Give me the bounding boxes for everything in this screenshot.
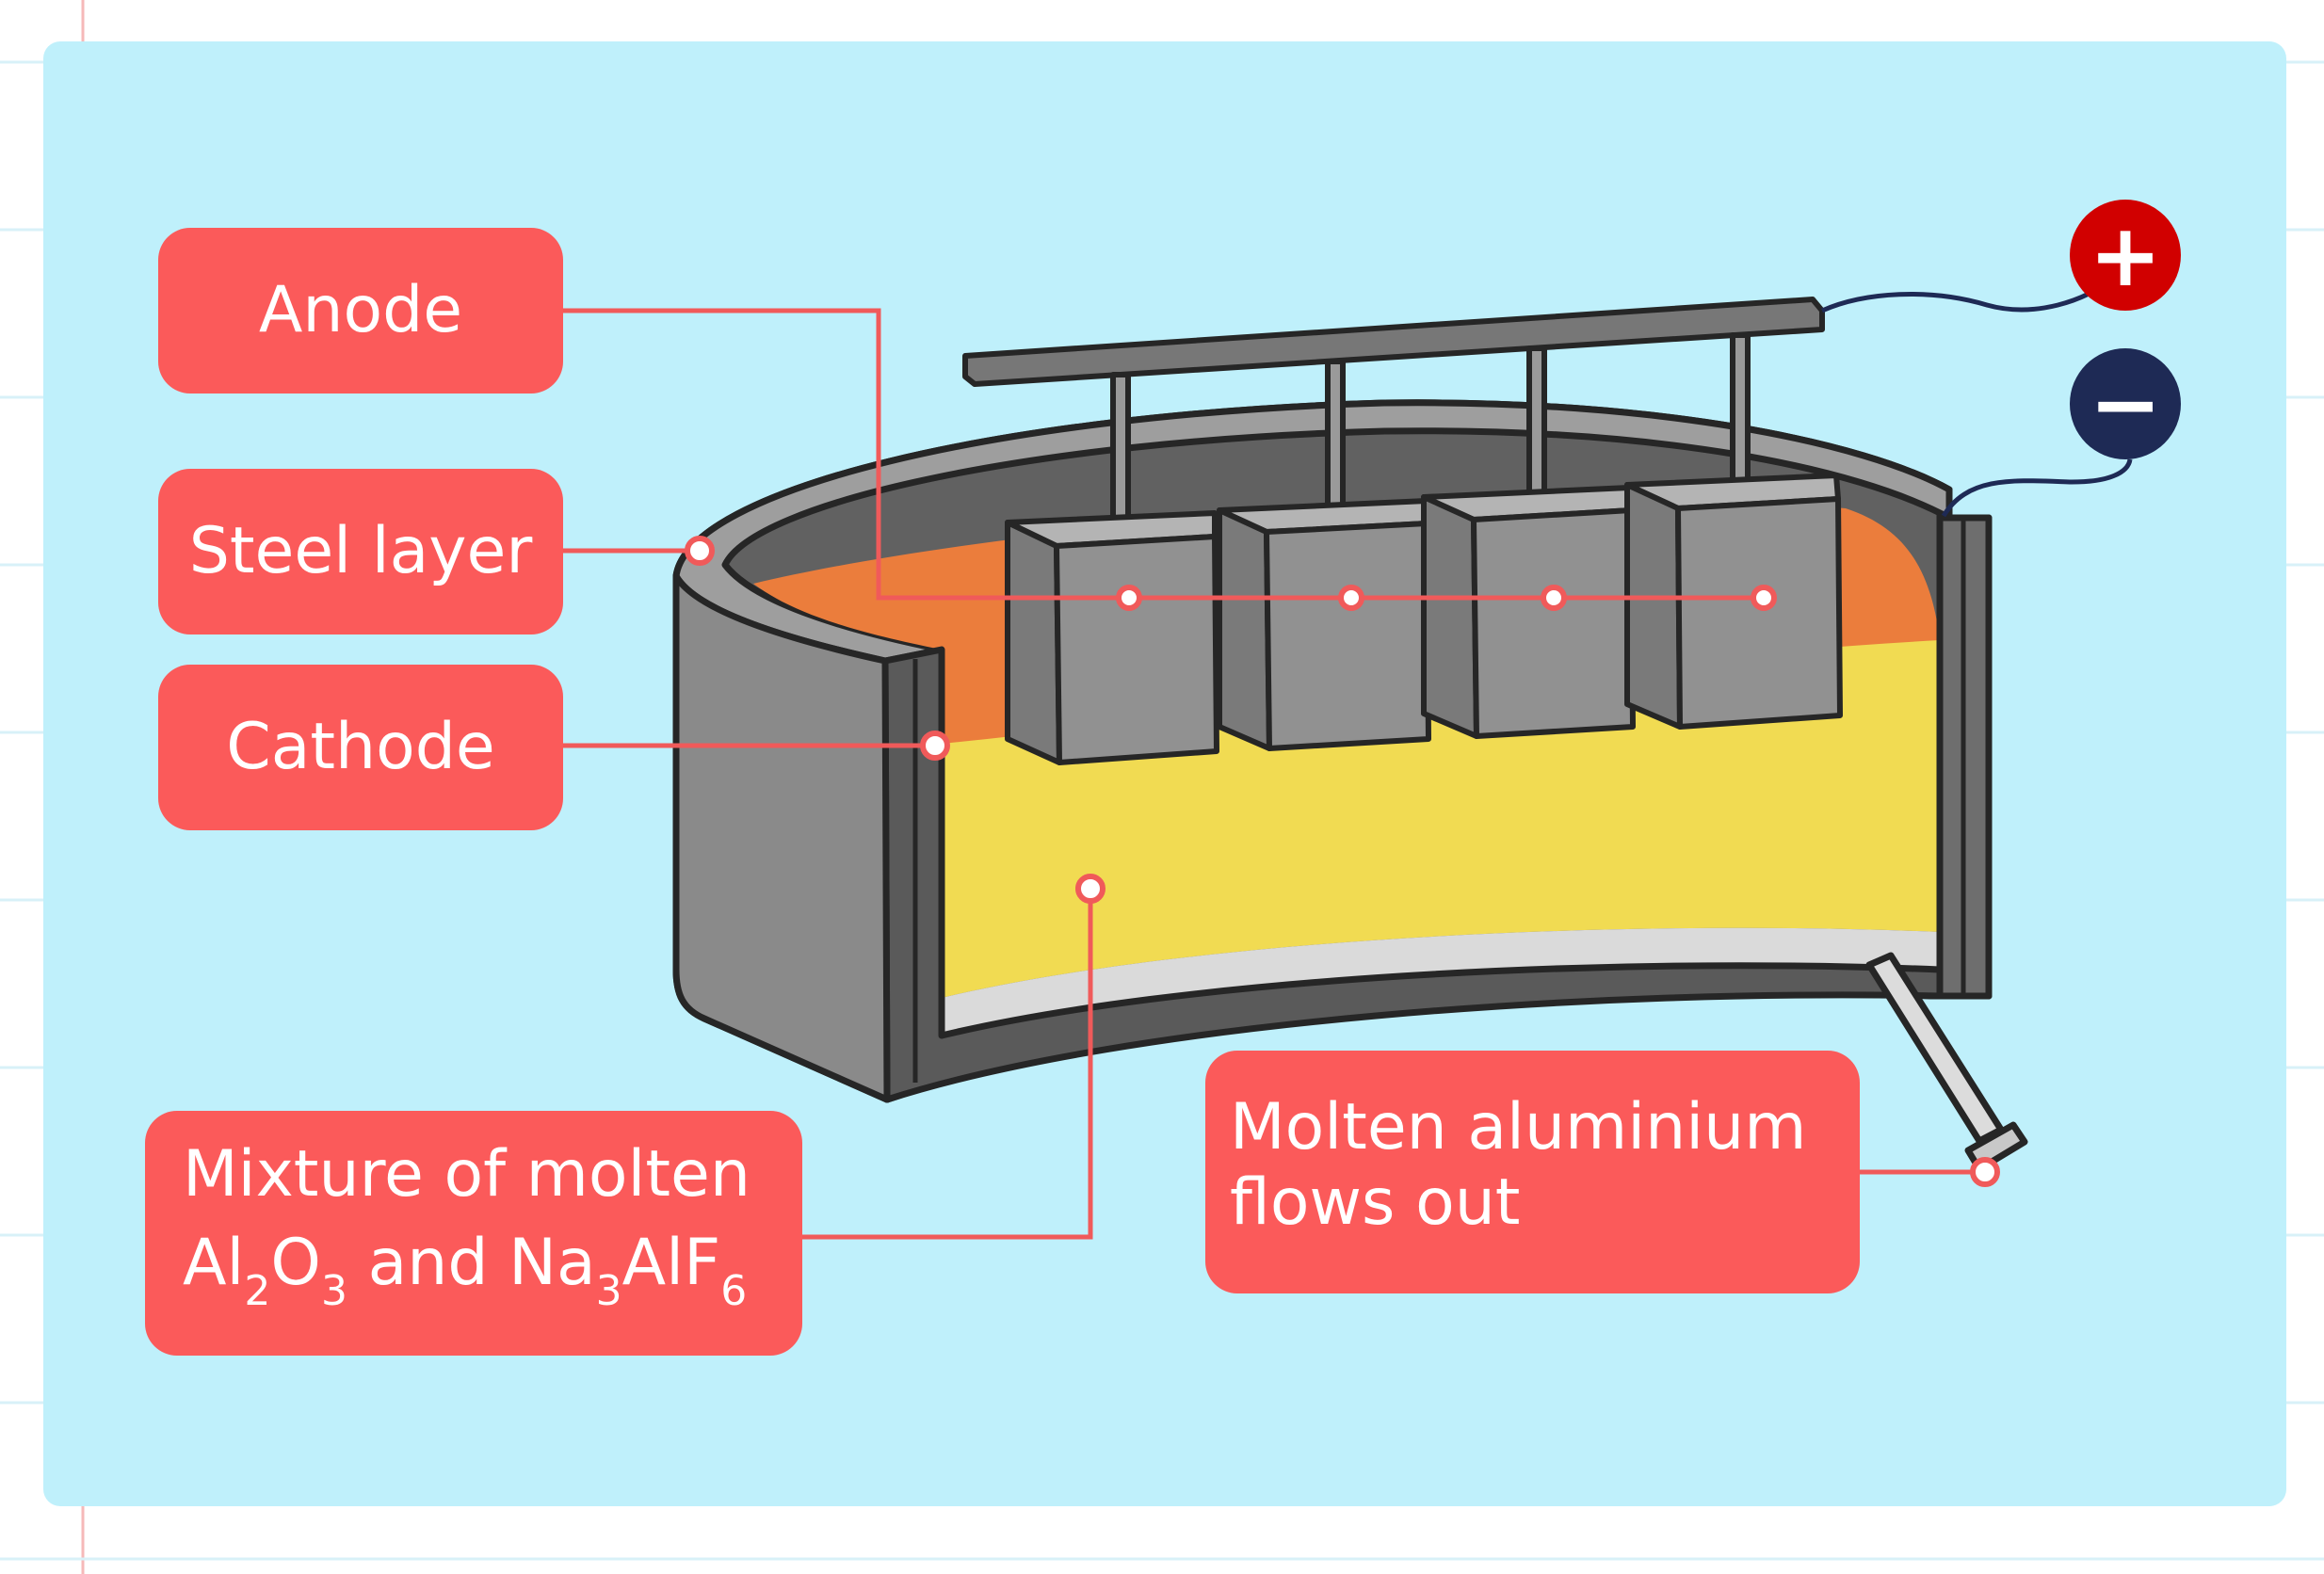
anode-dot-2: [1338, 585, 1364, 611]
aluminium-label-line2: flows out: [1230, 1165, 1521, 1241]
formula-o: O: [270, 1226, 321, 1301]
anode-rod-1: [1110, 372, 1131, 530]
aluminium-label-line1: Molten aluminium: [1230, 1090, 1807, 1164]
mixture-label: Mixture of molten Al2O3 and Na3AlF6: [145, 1111, 802, 1356]
anode-label: Anode: [158, 228, 563, 394]
steel-layer-dot: [685, 536, 715, 566]
formula-and-na: and Na: [347, 1226, 596, 1301]
positive-wire: [1820, 276, 2116, 313]
anode-dot-1: [1116, 585, 1142, 611]
anode-block-1: [1005, 510, 1219, 765]
negative-wire: [1941, 458, 2133, 518]
anode-dot-3: [1541, 585, 1567, 611]
anode-assembly: [962, 297, 1843, 765]
anode-label-text: Anode: [258, 272, 463, 347]
cathode-label: Cathode: [158, 665, 563, 830]
anode-rod-4: [1730, 332, 1751, 490]
cathode-label-text: Cathode: [226, 709, 495, 784]
mixture-dot: [1075, 874, 1106, 904]
connector-dots: [685, 536, 2000, 1187]
anode-dot-4: [1751, 585, 1777, 611]
formula-alf: AlF: [621, 1226, 721, 1301]
anode-block-3: [1421, 485, 1636, 739]
steel-layer-label: Steel layer: [158, 469, 563, 634]
connector-lines: [563, 308, 1985, 1240]
negative-terminal-sign: −: [2089, 353, 2162, 455]
anode-connector: [563, 308, 1764, 601]
mixture-formula: Al2O3 and Na3AlF6: [183, 1226, 802, 1312]
cathode-dot: [920, 731, 950, 761]
anode-rod-3: [1526, 345, 1547, 504]
negative-terminal-icon: −: [2070, 348, 2181, 459]
mixture-label-line1: Mixture of molten: [183, 1137, 750, 1212]
anode-block-4: [1624, 473, 1843, 730]
anode-block-2: [1217, 498, 1431, 751]
formula-sub-3a: 3: [320, 1267, 347, 1316]
outflow-pipe: [1865, 952, 2028, 1173]
formula-sub-2: 2: [244, 1267, 271, 1316]
positive-terminal-sign: +: [2089, 204, 2162, 306]
anode-rod-2: [1325, 359, 1346, 515]
steel-layer-label-text: Steel layer: [188, 513, 533, 588]
formula-sub-3b: 3: [595, 1267, 622, 1316]
anode-bus-bar: [962, 297, 1825, 387]
formula-sub-6: 6: [720, 1267, 748, 1316]
aluminium-label: Molten aluminium flows out: [1205, 1051, 1860, 1293]
aluminium-dot: [1970, 1157, 2000, 1187]
power-wires: [1820, 276, 2133, 518]
mixture-connector: [802, 889, 1093, 1240]
positive-terminal-icon: +: [2070, 200, 2181, 311]
formula-al: Al: [183, 1226, 245, 1301]
steel-front-body: [672, 572, 891, 1103]
molten-aluminium-region: [942, 927, 1940, 1036]
